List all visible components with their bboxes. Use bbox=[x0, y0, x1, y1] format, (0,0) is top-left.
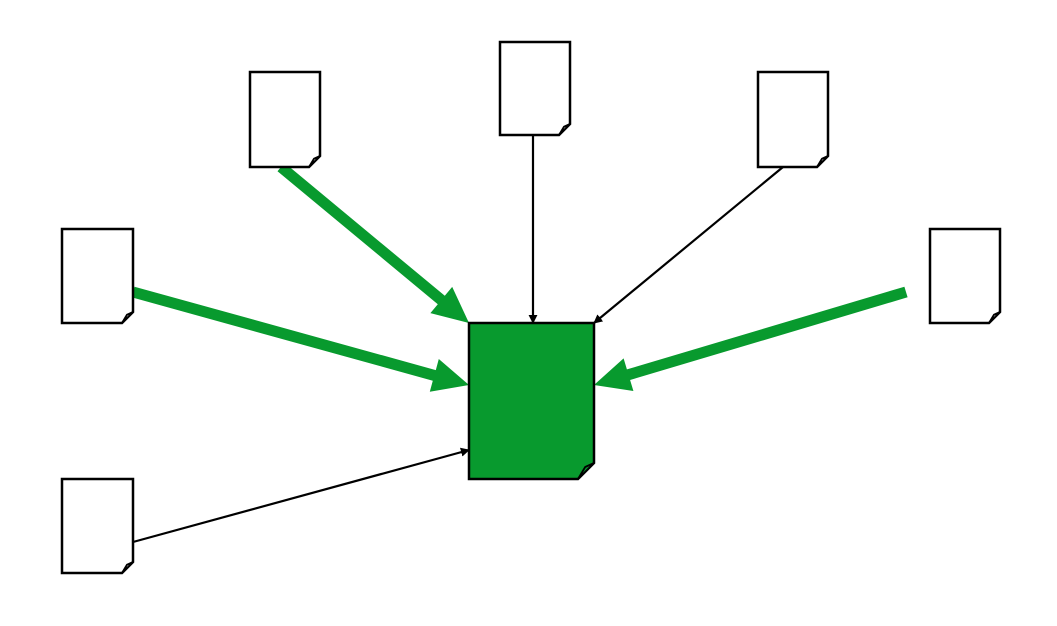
document-icon bbox=[928, 227, 1002, 325]
document-icon bbox=[756, 70, 830, 169]
page-corner-fold bbox=[121, 561, 134, 574]
document-icon bbox=[248, 70, 322, 169]
document-icon bbox=[60, 227, 135, 325]
source-page-middle-left bbox=[60, 227, 135, 325]
source-page-top-left bbox=[248, 70, 322, 169]
document-icon bbox=[467, 321, 596, 481]
source-page-middle-right bbox=[928, 227, 1002, 325]
pages-layer bbox=[60, 40, 1002, 575]
source-page-bottom-left bbox=[60, 477, 135, 575]
page-corner-fold bbox=[558, 123, 571, 136]
target-page bbox=[467, 321, 596, 481]
source-page-top-center bbox=[498, 40, 572, 137]
page-corner-fold bbox=[816, 155, 829, 168]
strong-link-middle-right bbox=[594, 286, 908, 391]
page-corner-fold bbox=[308, 155, 321, 168]
strong-link-middle-left bbox=[131, 286, 469, 392]
link-bottom-left bbox=[132, 447, 470, 544]
page-corner-fold bbox=[121, 311, 134, 324]
document-icon bbox=[60, 477, 135, 575]
link-top-right bbox=[593, 166, 784, 324]
links-layer bbox=[131, 135, 908, 544]
strong-link-top-left bbox=[277, 162, 469, 323]
document-icon bbox=[498, 40, 572, 137]
page-corner-fold bbox=[577, 462, 595, 480]
page-corner-fold bbox=[988, 311, 1001, 324]
source-page-top-right bbox=[756, 70, 830, 169]
